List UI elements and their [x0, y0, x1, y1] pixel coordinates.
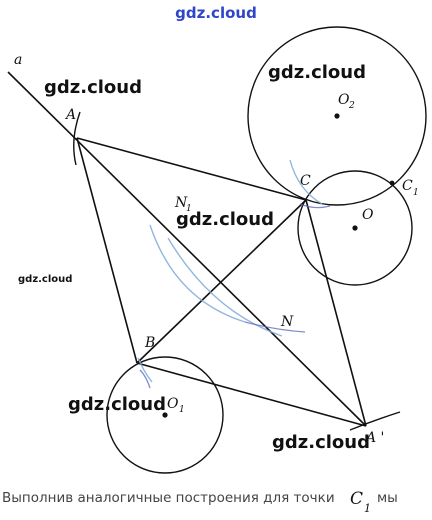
label-N1-sub: 1: [186, 204, 192, 214]
circle-O: [297, 170, 413, 286]
watermark-2: gdz.cloud: [268, 62, 366, 83]
label-O: O: [362, 207, 374, 223]
label-B: B: [144, 335, 155, 351]
caption-tail: мы: [377, 490, 398, 506]
arc-construction-2: [167, 237, 283, 337]
arc-at-A: [73, 111, 81, 166]
watermark-3: gdz.cloud: [176, 209, 274, 230]
label-C1-sub: 1: [413, 188, 419, 198]
arc-construction-6: [137, 357, 153, 383]
watermark-1: gdz.cloud: [44, 77, 142, 98]
label-C: C: [300, 173, 311, 189]
label-line-a: a: [14, 52, 22, 68]
point-O2: [334, 113, 340, 119]
label-O2: O: [338, 92, 350, 108]
label-N: N: [280, 314, 294, 330]
segment-BC: [136, 199, 307, 364]
label-O1-sub: 1: [179, 405, 185, 415]
segment-CA-prime: [305, 199, 367, 427]
watermark-small: gdz.cloud: [18, 274, 72, 285]
circle-O1: [106, 356, 224, 474]
line-a: [7, 71, 367, 427]
segment-BA-prime: [136, 362, 367, 427]
arc-construction-7: [139, 369, 151, 389]
watermark-4: gdz.cloud: [68, 394, 166, 415]
point-C1: [389, 180, 395, 186]
arc-at-A-prime: [349, 411, 401, 431]
caption-text: Выполнив аналогичные построения для точк…: [2, 490, 335, 506]
segment-AC: [76, 137, 307, 201]
segment-AB: [76, 137, 138, 364]
label-A: A: [64, 107, 76, 123]
label-N1: N: [174, 195, 188, 211]
arc-construction-4: [289, 159, 323, 205]
circle-O2: [247, 26, 427, 206]
label-A-prime: A ': [364, 430, 384, 446]
point-O: [352, 225, 358, 231]
label-C1: C: [402, 178, 413, 194]
arc-construction-1: [149, 224, 246, 323]
caption-point: C: [350, 489, 363, 509]
caption-point-sub: 1: [364, 502, 371, 515]
point-O1: [162, 412, 168, 418]
label-O2-sub: 2: [348, 101, 355, 111]
watermark-top: gdz.cloud: [175, 4, 257, 22]
label-O1: O: [167, 396, 179, 412]
arc-construction-3: [244, 321, 306, 333]
watermark-5: gdz.cloud: [272, 432, 370, 453]
arc-construction-5: [299, 203, 331, 209]
